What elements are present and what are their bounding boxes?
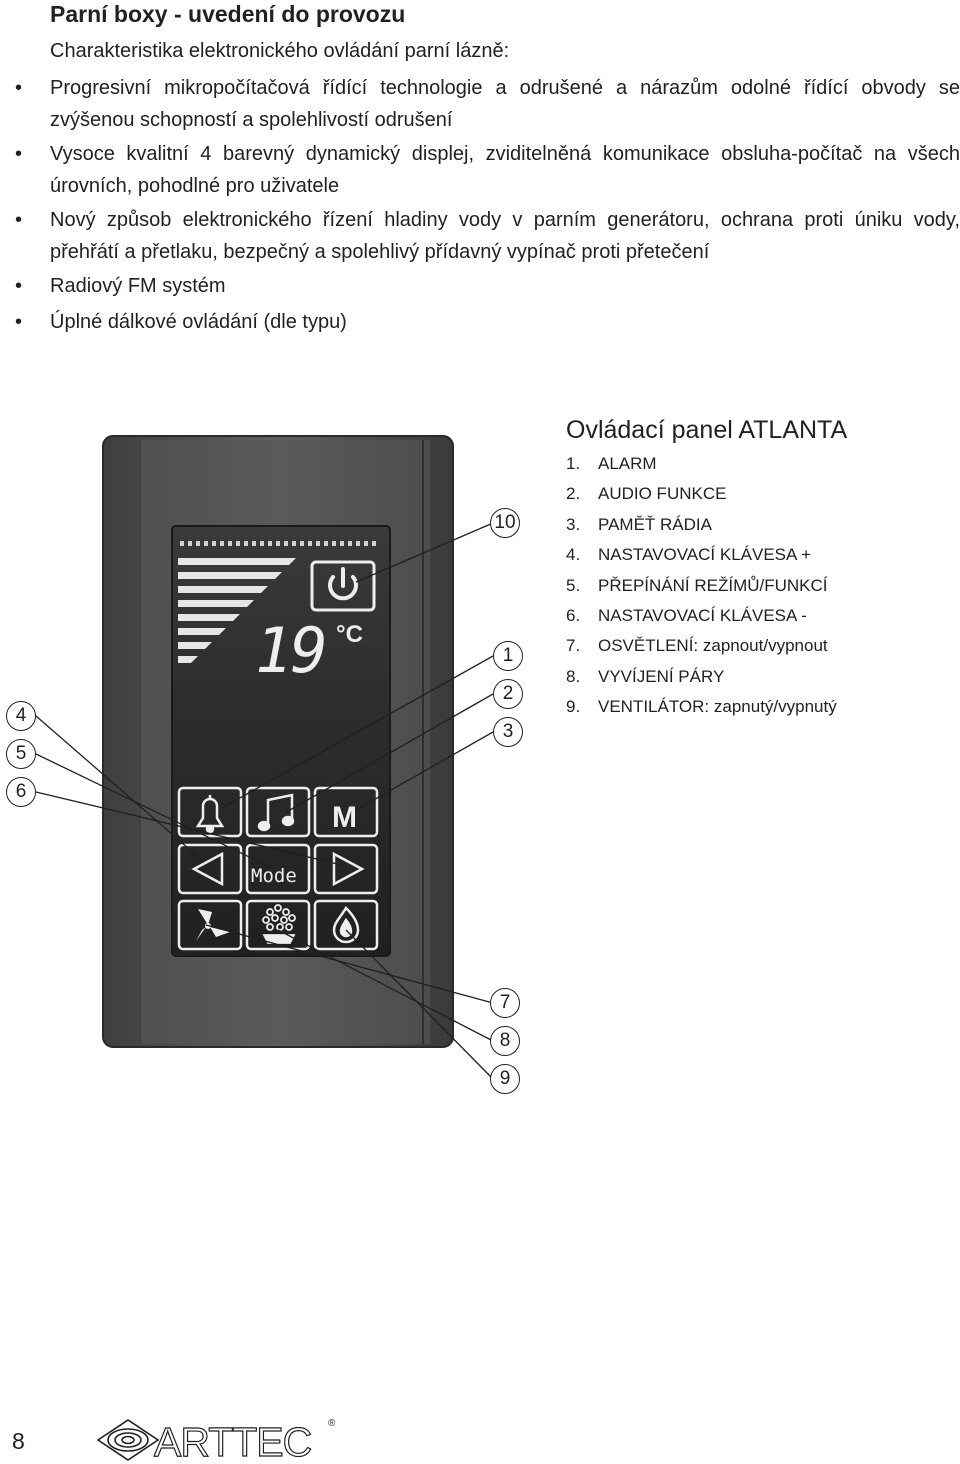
callout-3: 3 <box>493 717 523 747</box>
level-bars <box>178 558 296 663</box>
mode-label: Mode <box>251 865 297 887</box>
list-item: 9.VENTILÁTOR: zapnutý/vypnutý <box>566 697 837 717</box>
list-item: 8.VYVÍJENÍ PÁRY <box>566 666 725 686</box>
callout-5: 5 <box>6 739 36 769</box>
callout-10: 10 <box>490 508 520 538</box>
list-item-text: Progresivní mikropočítačová řídící techn… <box>50 77 960 131</box>
memory-label: M <box>332 801 357 834</box>
callout-6: 6 <box>6 777 36 807</box>
list-item: 5.PŘEPÍNÁNÍ REŽÍMŮ/FUNKCÍ <box>566 575 828 595</box>
callout-1: 1 <box>493 641 523 671</box>
memory-button <box>313 786 379 838</box>
list-item: • Nový způsob elektronického řízení hladi… <box>0 204 960 268</box>
bell-icon <box>195 795 225 834</box>
steam-icon <box>262 904 296 944</box>
level-indicator-dots <box>180 541 376 546</box>
list-item: • Radiový FM systém <box>0 270 960 302</box>
feature-list: • Progresivní mikropočítačová řídící tech… <box>0 72 960 340</box>
temperature-unit: °C <box>336 621 363 648</box>
registered-mark: ® <box>328 1418 336 1429</box>
logo-swirl-icon <box>96 1419 160 1461</box>
control-panel-illustration: 19 °C M Mode <box>35 435 494 1080</box>
alarm-button <box>177 786 243 838</box>
list-item: • Úplné dálkové ovládání (dle typu) <box>0 306 960 338</box>
list-item-text: Nový způsob elektronického řízení hladin… <box>50 209 960 263</box>
panel-title: Ovládací panel ATLANTA <box>566 416 848 444</box>
callout-7: 7 <box>490 988 520 1018</box>
list-item: 6.NASTAVOVACÍ KLÁVESA - <box>566 605 807 625</box>
bullet-icon: • <box>15 77 23 99</box>
bullet-icon: • <box>15 275 23 297</box>
mode-button <box>245 843 311 895</box>
bullet-icon: • <box>15 143 23 165</box>
list-item: 2.AUDIO FUNKCE <box>566 484 727 504</box>
light-button <box>313 899 379 951</box>
bullet-icon: • <box>15 209 23 231</box>
list-item-text: Radiový FM systém <box>50 275 226 297</box>
arrow-left-icon <box>191 851 224 887</box>
list-item-text: Vysoce kvalitní 4 barevný dynamický disp… <box>50 143 960 197</box>
callout-4: 4 <box>6 701 36 731</box>
list-item: • Vysoce kvalitní 4 barevný dynamický dis… <box>0 138 960 202</box>
list-item: 3.PAMĚŤ RÁDIA <box>566 514 712 534</box>
list-item: • Progresivní mikropočítačová řídící tech… <box>0 72 960 136</box>
callout-2: 2 <box>493 679 523 709</box>
logo-text: ARTTEC <box>154 1419 312 1464</box>
minus-button <box>313 843 379 895</box>
steam-button <box>245 899 311 951</box>
music-note-icon <box>257 793 295 832</box>
arttec-logo: ARTTEC ® <box>96 1418 336 1464</box>
list-item: 7.OSVĚTLENÍ: zapnout/vypnout <box>566 636 828 656</box>
callout-8: 8 <box>490 1026 520 1056</box>
audio-button <box>245 786 311 838</box>
page-number: 8 <box>12 1428 25 1454</box>
fan-button <box>177 899 243 951</box>
power-icon <box>310 560 376 612</box>
list-item-text: Úplné dálkové ovládání (dle typu) <box>50 311 347 333</box>
bullet-icon: • <box>15 311 23 333</box>
list-item: 4.NASTAVOVACÍ KLÁVESA + <box>566 545 812 565</box>
plus-button <box>177 843 243 895</box>
page-title: Parní boxy - uvedení do provozu <box>50 1 406 27</box>
arrow-right-icon <box>332 851 365 887</box>
temperature-readout: 19 <box>255 614 326 687</box>
touch-screen <box>171 525 391 957</box>
list-item: 1.ALARM <box>566 454 657 473</box>
intro-text: Charakteristika elektronického ovládání … <box>50 40 510 62</box>
callout-9: 9 <box>490 1064 520 1094</box>
panel-legend: 1.ALARM 2.AUDIO FUNKCE 3.PAMĚŤ RÁDIA 4.N… <box>566 452 837 726</box>
callout-leader-lines <box>35 522 494 1080</box>
